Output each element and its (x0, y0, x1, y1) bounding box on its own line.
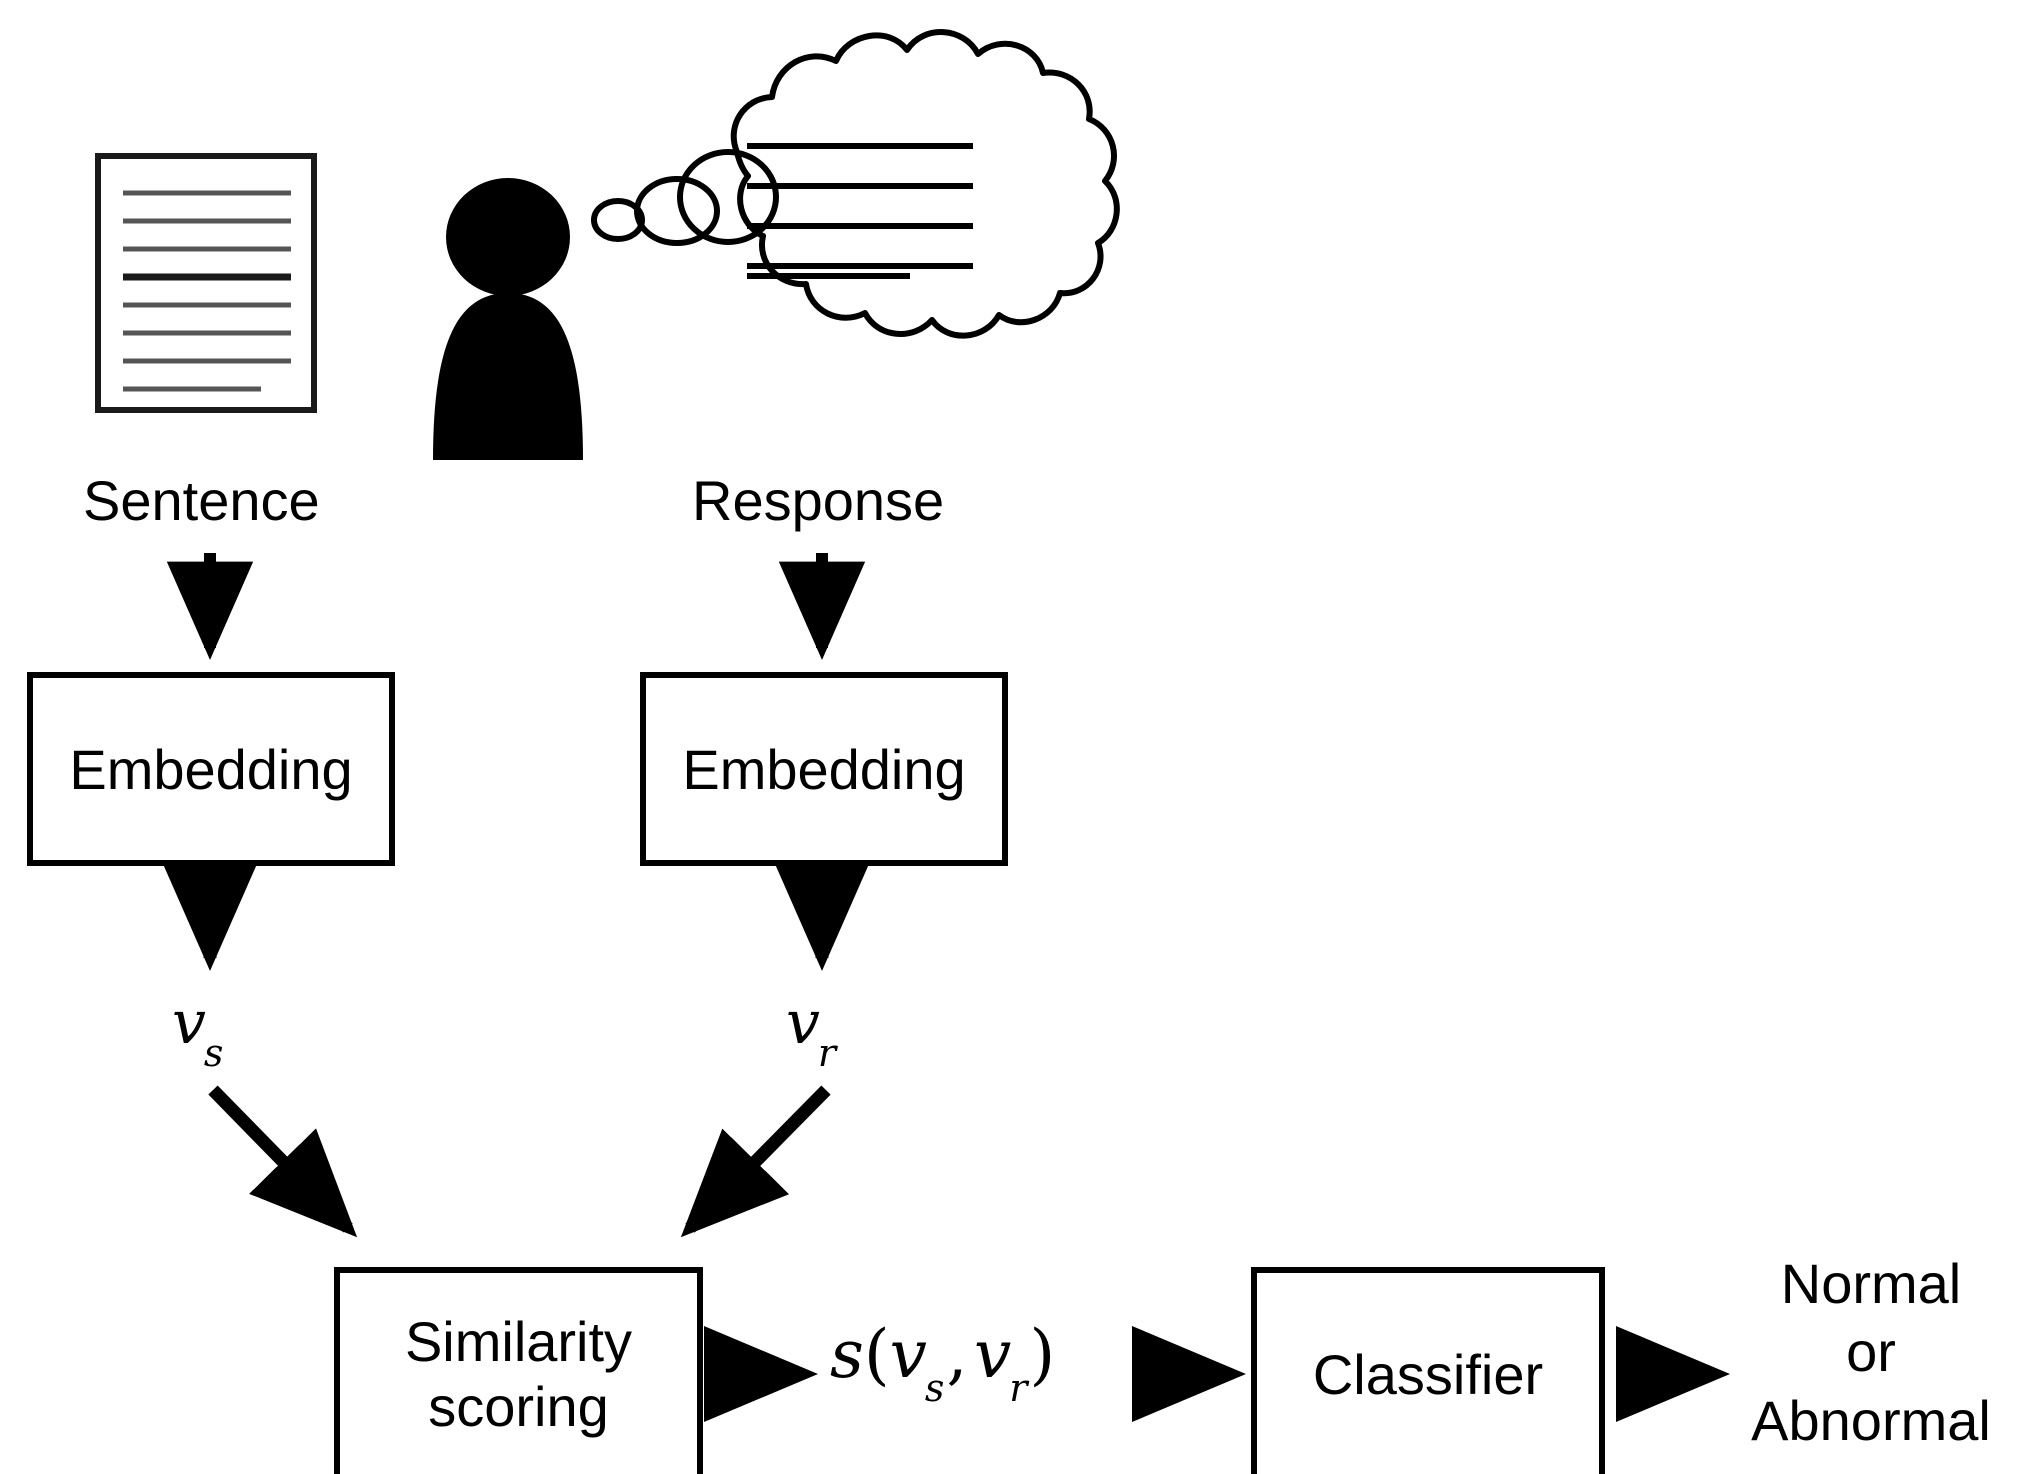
vector-sentence-symbol: vs (172, 988, 225, 1074)
embedding-left-label: Embedding (69, 737, 353, 801)
classifier-label: Classifier (1312, 1342, 1544, 1406)
thought-bubble-text-lines (747, 143, 973, 279)
thought-bubble-icon (591, 29, 1120, 339)
output-line-abnormal: Abnormal (1751, 1388, 1991, 1452)
score-v2-base: v (974, 1316, 1012, 1393)
person-silhouette-icon (433, 178, 583, 460)
response-label: Response (692, 469, 945, 532)
score-paren-close: ) (1029, 1316, 1056, 1393)
embedding-box-right (640, 672, 1008, 866)
document-icon (95, 153, 317, 413)
vector-sentence-subscript: s (203, 1031, 224, 1075)
score-paren-open: ( (863, 1316, 890, 1393)
embedding-box-left (27, 672, 395, 866)
similarity-scoring-line-1: Similarity (404, 1310, 633, 1373)
output-line-or: or (1846, 1320, 1896, 1384)
embedding-right-label: Embedding (682, 737, 966, 801)
output-label-stack: Normal or Abnormal (1726, 1250, 2016, 1455)
score-function-expression: s(vs, vr) (830, 1316, 1056, 1410)
arrow-vr-to-similarity (680, 1085, 831, 1238)
score-v1-subscript: s (924, 1366, 945, 1411)
score-v1-base: v (889, 1316, 927, 1393)
similarity-scoring-line-2: scoring (428, 1375, 609, 1438)
similarity-scoring-label: Similarity scoring (337, 1270, 700, 1474)
score-fn-name: s (830, 1316, 864, 1393)
vector-response-subscript: r (817, 1031, 837, 1075)
score-v2-subscript: r (1009, 1366, 1028, 1411)
arrow-vs-to-similarity (208, 1085, 358, 1238)
similarity-scoring-box (334, 1267, 703, 1474)
output-line-normal: Normal (1780, 1252, 1962, 1315)
sentence-label: Sentence (83, 469, 320, 532)
score-comma: , (946, 1316, 968, 1393)
vector-response-symbol: vr (786, 988, 838, 1074)
classifier-box (1251, 1267, 1605, 1474)
vector-response-base: v (786, 988, 820, 1058)
vector-sentence-base: v (172, 988, 206, 1058)
